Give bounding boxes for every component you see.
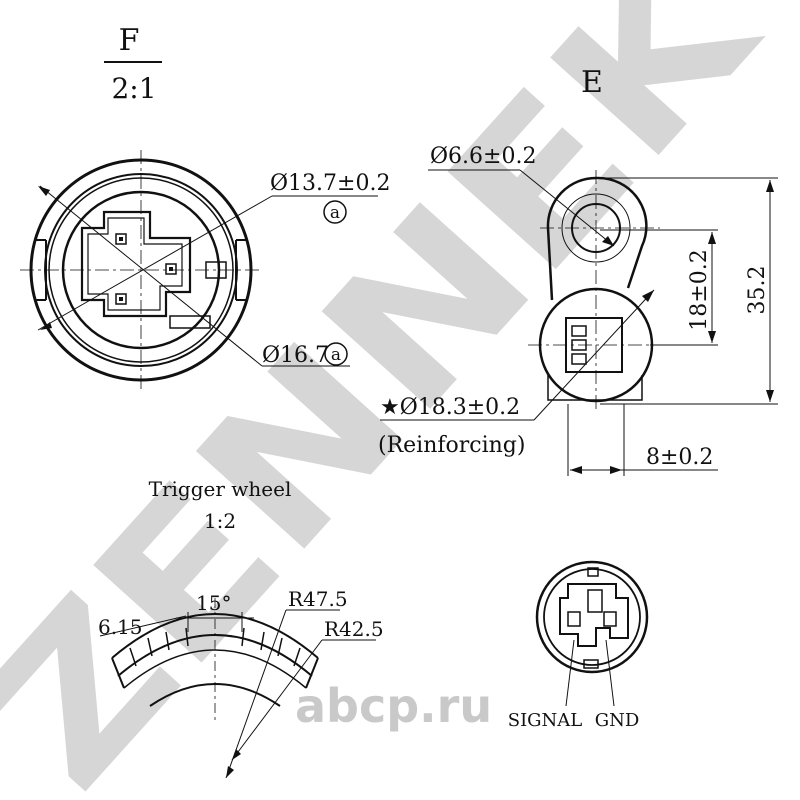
view-f-dia-outer-mark-circle: [324, 342, 348, 366]
connector-top-tab: [587, 567, 599, 577]
view-e-arrow-hole: [602, 236, 614, 246]
view-e-arrow-offset-l: [570, 466, 582, 474]
view-e-leader-hole: [519, 169, 615, 247]
trigger-wheel-arrow-r1: [226, 766, 234, 778]
watermark-site: abcp.ru: [295, 679, 492, 733]
view-e-body-note: (Reinforcing): [378, 433, 525, 458]
trigger-wheel-dim-width: [99, 615, 187, 637]
view-f-leader-inner: [37, 195, 273, 331]
view-e-body-dia: ★Ø18.3±0.2: [380, 395, 520, 420]
view-f-arrow-2: [40, 322, 52, 330]
trigger-wheel-r-outer: R47.5: [288, 587, 348, 611]
trigger-wheel: Trigger wheel 1:2 6.15: [98, 477, 384, 779]
connector-pin-gnd: [603, 611, 617, 627]
trigger-wheel-arrow-r2: [232, 749, 241, 760]
view-f-connector-inner: [87, 217, 183, 311]
connector-leader-gnd: [605, 639, 615, 707]
view-f-pin-2: [165, 263, 177, 275]
trigger-wheel-scale: 1:2: [204, 509, 236, 533]
view-f-dia-outer-mark: a: [331, 345, 341, 365]
view-f-dia-outer: Ø16.7: [262, 343, 329, 368]
view-e-offset: 8±0.2: [646, 445, 713, 470]
trigger-wheel-angle: 15°: [196, 591, 231, 615]
connector-housing: [559, 583, 629, 647]
trigger-wheel-title: Trigger wheel: [149, 477, 292, 501]
view-f-dia-inner-mark-circle: [323, 200, 347, 224]
view-e-arrow-center-top: [708, 232, 716, 244]
connector-signal-label: SIGNAL: [508, 710, 583, 731]
view-e: E: [378, 65, 778, 476]
view-f-pin-1-core: [119, 237, 123, 241]
view-e-hole-boss: [561, 193, 631, 263]
view-f-arrow-1: [38, 186, 50, 196]
view-e-arrow-total-top: [766, 180, 774, 192]
connector-pinout: SIGNAL GND: [508, 560, 649, 731]
connector-gnd-label: GND: [595, 710, 640, 731]
view-f-key: [169, 315, 211, 329]
view-e-arrow-body: [642, 290, 654, 302]
view-f-pin-2-core: [169, 267, 173, 271]
trigger-wheel-end-left: [111, 657, 125, 689]
view-f-name: F: [119, 23, 140, 58]
view-e-arrow-total-bot: [766, 390, 774, 402]
connector-leader-signal: [565, 639, 575, 707]
connector-keyway: [587, 589, 603, 613]
view-e-pin-1: [571, 325, 587, 337]
connector-bottom-tab: [583, 659, 599, 669]
trigger-wheel-end-right: [305, 657, 319, 689]
connector-outer-ring: [535, 560, 649, 674]
trigger-wheel-inner-arc: [123, 649, 307, 689]
trigger-wheel-r-inner: R42.5: [324, 617, 384, 641]
trigger-wheel-teeth: [129, 627, 301, 667]
trigger-wheel-tooth-width: 6.15: [98, 615, 143, 639]
connector-pin-signal: [567, 611, 581, 627]
view-f-latch: [205, 261, 227, 279]
view-f-scale: 2:1: [111, 72, 156, 105]
view-e-center-dist: 18±0.2: [687, 249, 712, 330]
view-f: F 2:1 Ø13.7±0.2 a: [20, 23, 390, 390]
view-e-pin-3: [571, 353, 587, 365]
view-e-hole-dia: Ø6.6±0.2: [430, 144, 536, 169]
trigger-wheel-leader-r2: [231, 639, 323, 761]
view-e-name: E: [581, 65, 603, 100]
connector-inner-ring: [543, 568, 641, 666]
view-f-connector-body: [80, 210, 192, 318]
view-e-arrow-center-bot: [708, 331, 716, 343]
view-f-pin-3: [115, 293, 127, 305]
view-f-pin-1: [115, 233, 127, 245]
view-f-dia-inner-mark: a: [330, 203, 340, 223]
view-e-arrow-offset-r: [610, 466, 622, 474]
abcp-logo: abcp.ru: [295, 679, 492, 733]
view-f-dia-inner: Ø13.7±0.2: [270, 171, 390, 196]
view-e-body-flange: [547, 375, 643, 401]
view-f-pin-3-core: [119, 297, 123, 301]
view-e-total-len: 35.2: [745, 266, 770, 315]
view-f-leader-outer: [39, 185, 263, 367]
view-f-right-tab: [235, 239, 248, 301]
view-e-leader-body: [533, 289, 655, 421]
